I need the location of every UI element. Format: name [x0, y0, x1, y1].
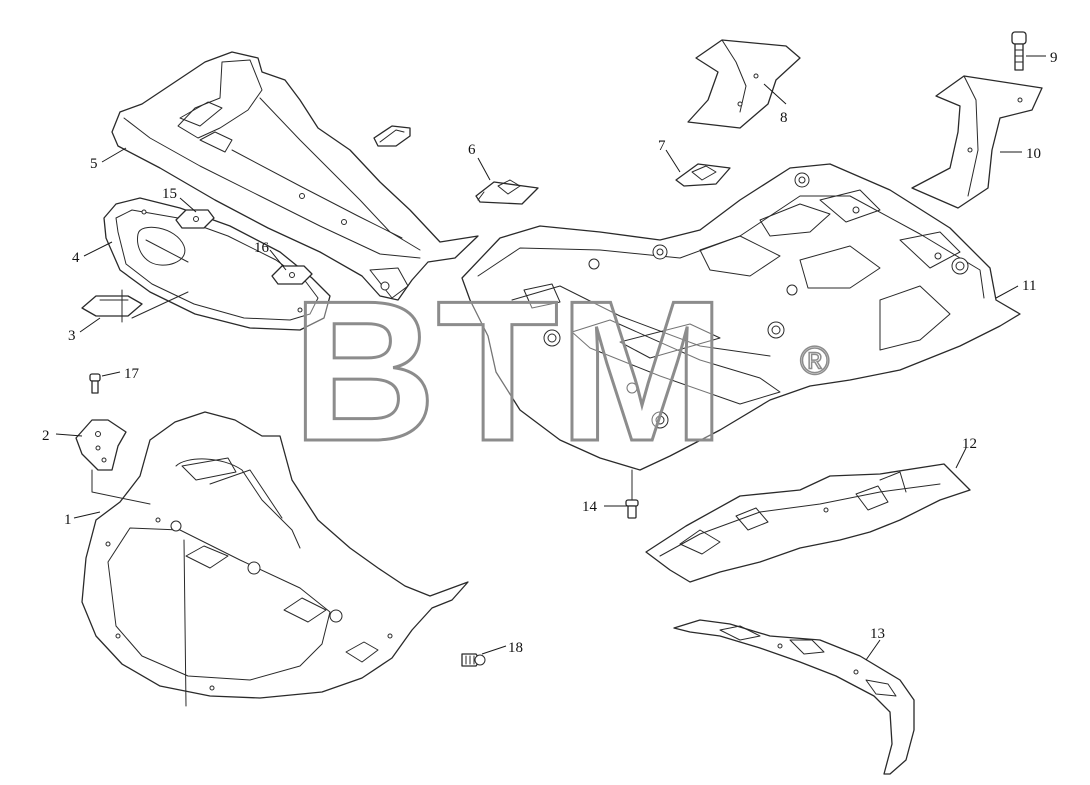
callout-7: 7 — [658, 138, 666, 154]
part-16-clip — [271, 265, 313, 285]
callout-18: 18 — [508, 640, 523, 656]
part-11-main-shield — [461, 163, 1021, 471]
callout-6: 6 — [468, 142, 476, 158]
part-12-shield — [645, 463, 971, 583]
callout-17: 17 — [124, 366, 140, 382]
callout-16: 16 — [254, 240, 270, 256]
callout-2: 2 — [42, 428, 50, 444]
part-4-plate — [103, 197, 331, 331]
part-6-clip — [475, 179, 539, 205]
part-10-bracket — [911, 75, 1043, 209]
part-17-bolt — [89, 373, 101, 394]
part-7-clip — [675, 163, 731, 187]
watermark-registered-mark: ® — [800, 339, 829, 383]
callout-10: 10 — [1026, 146, 1041, 162]
clip-bracket-small — [373, 125, 411, 147]
callout-8: 8 — [780, 110, 788, 126]
part-8-bracket — [687, 39, 801, 129]
callout-12: 12 — [962, 436, 977, 452]
part-15-clip — [175, 209, 215, 229]
part-2-bracket — [75, 419, 151, 505]
callout-11: 11 — [1022, 278, 1036, 294]
callout-1: 1 — [64, 512, 72, 528]
part-13-rail — [673, 619, 915, 775]
part-1-shield — [81, 411, 469, 707]
part-5-shield — [111, 51, 479, 301]
callout-13: 13 — [870, 626, 885, 642]
callout-3: 3 — [68, 328, 76, 344]
callout-4: 4 — [72, 250, 80, 266]
callout-9: 9 — [1050, 50, 1058, 66]
btm-watermark: BTM ® — [291, 259, 831, 485]
part-3-bracket — [81, 289, 189, 323]
callout-labels: 1 2 3 4 5 6 7 8 9 10 11 12 13 14 15 16 1… — [42, 50, 1058, 656]
callout-5: 5 — [90, 156, 98, 172]
callout-14: 14 — [582, 499, 598, 515]
part-18-bolt — [461, 653, 486, 667]
callout-15: 15 — [162, 186, 177, 202]
leader-lines — [55, 55, 1046, 661]
watermark-text: BTM — [292, 260, 725, 483]
part-14-bolt — [625, 469, 639, 519]
part-9-bolt — [1011, 31, 1027, 71]
